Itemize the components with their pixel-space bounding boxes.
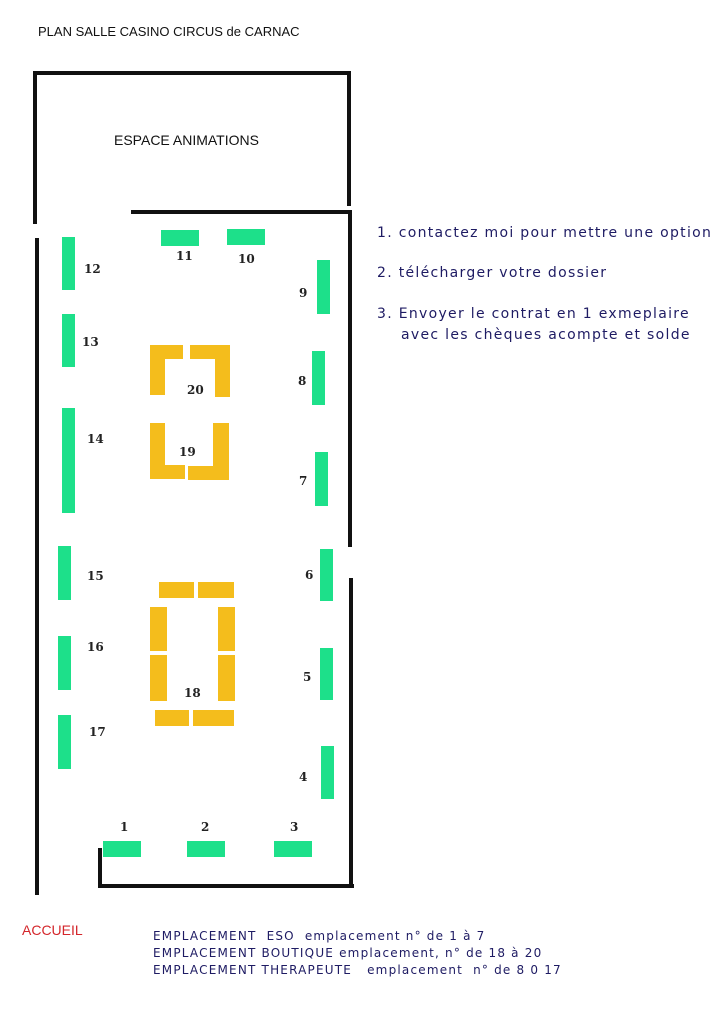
stand-9[interactable] xyxy=(317,260,330,314)
stand-number-5: 5 xyxy=(303,670,311,684)
instruction-2: 2. télécharger votre dossier xyxy=(377,265,607,281)
stand-18-bottom-right xyxy=(193,710,234,726)
stand-18-top-right xyxy=(198,582,234,598)
stand-number-17: 17 xyxy=(89,725,106,739)
stand-13[interactable] xyxy=(62,314,75,367)
accueil-label: ACCUEIL xyxy=(22,922,83,938)
stand-19[interactable] xyxy=(150,423,229,480)
instruction-3: 3. Envoyer le contrat en 1 exmeplaire xyxy=(377,306,690,322)
stand-2[interactable] xyxy=(187,841,225,857)
stand-4[interactable] xyxy=(321,746,334,799)
stand-18-left-lower xyxy=(150,655,167,701)
stand-20[interactable] xyxy=(150,345,230,397)
wall-top xyxy=(33,71,351,224)
instructions: 1. contactez moi pour mettre une option … xyxy=(377,225,712,343)
stand-8[interactable] xyxy=(312,351,325,405)
stand-1[interactable] xyxy=(103,841,141,857)
stand-20-left xyxy=(150,345,165,395)
stand-16[interactable] xyxy=(58,636,71,690)
stand-number-14: 14 xyxy=(87,432,104,446)
stand-number-11: 11 xyxy=(176,249,193,263)
stand-18-bottom-left xyxy=(155,710,189,726)
stand-18-top-left xyxy=(159,582,194,598)
stand-number-19: 19 xyxy=(179,445,196,459)
stand-number-2: 2 xyxy=(201,820,209,834)
stand-number-15: 15 xyxy=(87,569,104,583)
stand-number-8: 8 xyxy=(298,374,306,388)
stand-20-right xyxy=(215,345,230,397)
stand-3[interactable] xyxy=(274,841,312,857)
stand-12[interactable] xyxy=(62,237,75,290)
stand-numbers: 1 2 3 4 5 6 7 8 9 10 11 12 13 14 15 16 1… xyxy=(82,249,313,834)
stand-19-bottom-left xyxy=(150,465,185,479)
stand-18-right-upper xyxy=(218,607,235,651)
instruction-1: 1. contactez moi pour mettre une option xyxy=(377,225,712,241)
stand-number-12: 12 xyxy=(84,262,101,276)
legend: EMPLACEMENT ESO emplacement n° de 1 à 7 … xyxy=(153,929,562,977)
instruction-3-continued: avec les chèques acompte et solde xyxy=(401,327,691,343)
stand-14[interactable] xyxy=(62,408,75,513)
stand-number-6: 6 xyxy=(305,568,313,582)
stand-number-18: 18 xyxy=(184,686,201,700)
stand-number-20: 20 xyxy=(187,383,204,397)
stand-number-3: 3 xyxy=(290,820,298,834)
stand-18-right-lower xyxy=(218,655,235,701)
stand-number-4: 4 xyxy=(299,770,307,784)
plan-title: PLAN SALLE CASINO CIRCUS de CARNAC xyxy=(38,24,300,39)
stand-number-7: 7 xyxy=(299,474,307,488)
stand-number-1: 1 xyxy=(120,820,128,834)
stand-number-16: 16 xyxy=(87,640,104,654)
stand-number-13: 13 xyxy=(82,335,99,349)
walls xyxy=(33,71,354,895)
stand-18-left-upper xyxy=(150,607,167,651)
stand-17[interactable] xyxy=(58,715,71,769)
legend-therapeute: EMPLACEMENT THERAPEUTE emplacement n° de… xyxy=(153,963,562,977)
stand-5[interactable] xyxy=(320,648,333,700)
legend-eso: EMPLACEMENT ESO emplacement n° de 1 à 7 xyxy=(153,929,485,943)
stand-number-9: 9 xyxy=(299,286,307,300)
stand-19-right xyxy=(213,423,229,480)
stand-10[interactable] xyxy=(227,229,265,245)
stand-6[interactable] xyxy=(320,549,333,601)
stand-11[interactable] xyxy=(161,230,199,246)
stand-18[interactable] xyxy=(150,582,235,726)
stand-7[interactable] xyxy=(315,452,328,506)
wall-bottom xyxy=(98,848,354,888)
legend-boutique: EMPLACEMENT BOUTIQUE emplacement, n° de … xyxy=(153,946,542,960)
zone-espace-animations: ESPACE ANIMATIONS xyxy=(114,132,259,148)
stand-number-10: 10 xyxy=(238,252,255,266)
stand-19-bottom-right xyxy=(188,466,229,480)
stand-15[interactable] xyxy=(58,546,71,600)
green-stands xyxy=(58,229,334,857)
